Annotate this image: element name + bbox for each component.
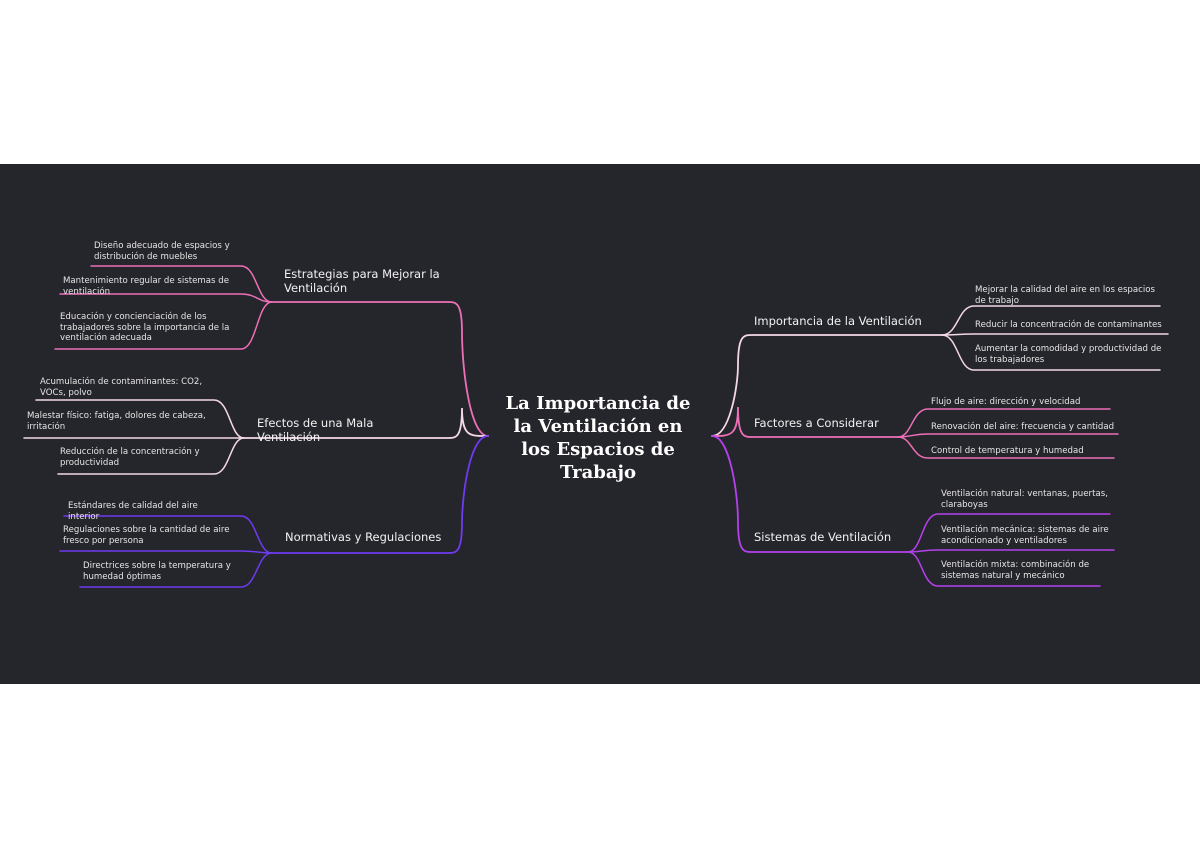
- connector-branch-right-1: [711, 334, 943, 437]
- central-topic[interactable]: La Importancia de la Ventilación en los …: [505, 393, 691, 483]
- leaf-importancia-3[interactable]: Aumentar la comodidad y productividad de…: [975, 344, 1162, 365]
- branch-estrategias[interactable]: Estrategias para Mejorar la Ventilación: [284, 267, 440, 295]
- connector-branch-left-1: [271, 301, 489, 437]
- connector-leaf-right-1-1: [941, 305, 1161, 336]
- connector-branch-right-2: [711, 406, 899, 438]
- connector-leaf-right-2-3: [897, 436, 1115, 459]
- connector-leaf-left-3-3: [79, 552, 273, 588]
- connector-branch-left-3: [271, 435, 489, 554]
- connector-leaf-left-3-2: [59, 550, 273, 554]
- leaf-factores-1[interactable]: Flujo de aire: dirección y velocidad: [931, 397, 1081, 407]
- connector-leaf-right-1-3: [941, 334, 1161, 371]
- connector-leaf-right-2-1: [897, 408, 1111, 438]
- leaf-estrategias-2[interactable]: Mantenimiento regular de sistemas de ven…: [63, 276, 229, 297]
- leaf-sistemas-2[interactable]: Ventilación mecánica: sistemas de aire a…: [941, 525, 1109, 546]
- leaf-sistemas-1[interactable]: Ventilación natural: ventanas, puertas, …: [941, 489, 1108, 510]
- connector-leaf-left-1-1: [90, 265, 273, 303]
- leaf-factores-3[interactable]: Control de temperatura y humedad: [931, 446, 1084, 456]
- leaf-factores-2[interactable]: Renovación del aire: frecuencia y cantid…: [931, 422, 1115, 432]
- connector-leaf-left-1-2: [59, 293, 273, 303]
- branch-importancia[interactable]: Importancia de la Ventilación: [754, 314, 922, 328]
- mind-map-canvas: La Importancia de la Ventilación en los …: [0, 164, 1200, 684]
- connector-leaf-left-2-1: [35, 399, 245, 439]
- connector-branch-left-2: [243, 407, 489, 439]
- connector-leaf-right-3-3: [907, 551, 1101, 587]
- leaf-efectos-2[interactable]: Malestar físico: fatiga, dolores de cabe…: [27, 411, 206, 432]
- branch-efectos[interactable]: Efectos de una Mala Ventilación: [257, 416, 374, 444]
- branch-sistemas[interactable]: Sistemas de Ventilación: [754, 530, 892, 544]
- connector-leaf-right-3-2: [907, 549, 1115, 553]
- leaf-estrategias-1[interactable]: Diseño adecuado de espacios y distribuci…: [94, 241, 230, 262]
- leaf-efectos-1[interactable]: Acumulación de contaminantes: CO2, VOCs,…: [40, 377, 203, 398]
- branch-factores[interactable]: Factores a Considerar: [754, 416, 879, 430]
- leaf-sistemas-3[interactable]: Ventilación mixta: combinación de sistem…: [941, 560, 1090, 581]
- leaf-normativas-3[interactable]: Directrices sobre la temperatura y humed…: [83, 561, 231, 582]
- leaf-efectos-3[interactable]: Reducción de la concentración y producti…: [60, 447, 200, 468]
- leaf-normativas-1[interactable]: Estándares de calidad del aire interior: [68, 501, 198, 522]
- connector-layer: [23, 265, 1169, 588]
- connector-leaf-left-1-3: [54, 301, 273, 350]
- connector-branch-right-3: [711, 435, 909, 553]
- leaf-importancia-1[interactable]: Mejorar la calidad del aire en los espac…: [975, 285, 1156, 306]
- connector-leaf-left-2-3: [57, 437, 245, 475]
- branch-normativas[interactable]: Normativas y Regulaciones: [285, 530, 442, 544]
- leaf-normativas-2[interactable]: Regulaciones sobre la cantidad de aire f…: [63, 525, 230, 546]
- connector-leaf-right-1-2: [941, 333, 1169, 336]
- leaf-estrategias-3[interactable]: Educación y concienciación de los trabaj…: [60, 312, 230, 343]
- leaf-importancia-2[interactable]: Reducir la concentración de contaminante…: [975, 320, 1162, 330]
- connector-leaf-left-3-1: [63, 515, 273, 554]
- connector-leaf-right-3-1: [907, 513, 1111, 553]
- connector-leaf-right-2-2: [897, 433, 1119, 438]
